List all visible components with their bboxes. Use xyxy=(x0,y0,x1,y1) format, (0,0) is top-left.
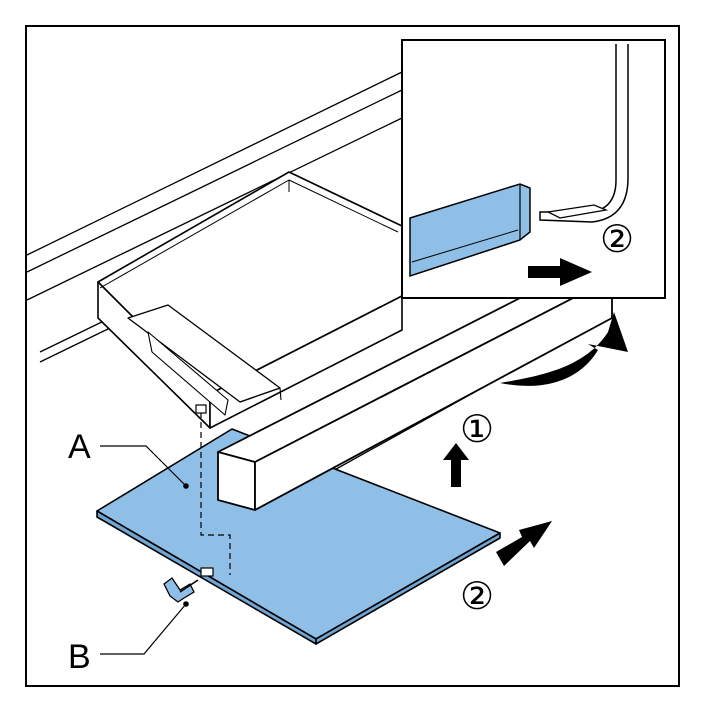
front-bar xyxy=(217,269,613,511)
mounting-guide xyxy=(183,404,231,607)
arrow-right-inset-icon xyxy=(528,258,592,286)
step-1-label: ① xyxy=(460,409,494,451)
step-2-main-label: ② xyxy=(460,576,494,618)
step-2-inset-label: ② xyxy=(600,219,634,261)
arrow-right-icon xyxy=(496,521,552,566)
leader-lines xyxy=(100,445,187,655)
label-a: A xyxy=(68,428,91,466)
arrow-up-icon xyxy=(443,443,469,487)
detail-inset: ② xyxy=(401,39,666,299)
panel-a xyxy=(96,428,501,645)
wing-screw-icon xyxy=(163,577,199,603)
label-b: B xyxy=(68,638,91,676)
curved-arrow-icon xyxy=(500,312,628,386)
appliance-rails xyxy=(26,71,403,363)
